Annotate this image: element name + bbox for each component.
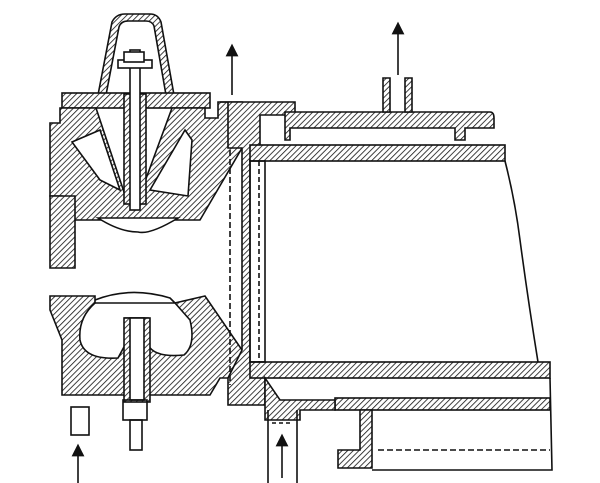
- outer-jacket-top: [284, 111, 495, 141]
- cylinder-top-wall: [249, 144, 506, 162]
- left-inlet-pipe: [70, 406, 90, 436]
- upper-valve-disc: [95, 217, 181, 234]
- top-right-outlet-pipe: [382, 77, 413, 113]
- outer-jacket-bottom: [334, 397, 551, 411]
- bolt-end: [129, 419, 143, 451]
- lower-valve-disc: [90, 291, 177, 304]
- bottom-inlet-pipe: [267, 410, 298, 483]
- lower-channel: [337, 409, 373, 469]
- cylinder-bottom-wall: [249, 361, 551, 379]
- inner-liner: [249, 160, 266, 363]
- bolt-nut: [122, 399, 148, 421]
- break-line: [504, 160, 539, 363]
- lower-jacket-connector: [264, 375, 336, 421]
- valve-body-throat: [49, 195, 76, 269]
